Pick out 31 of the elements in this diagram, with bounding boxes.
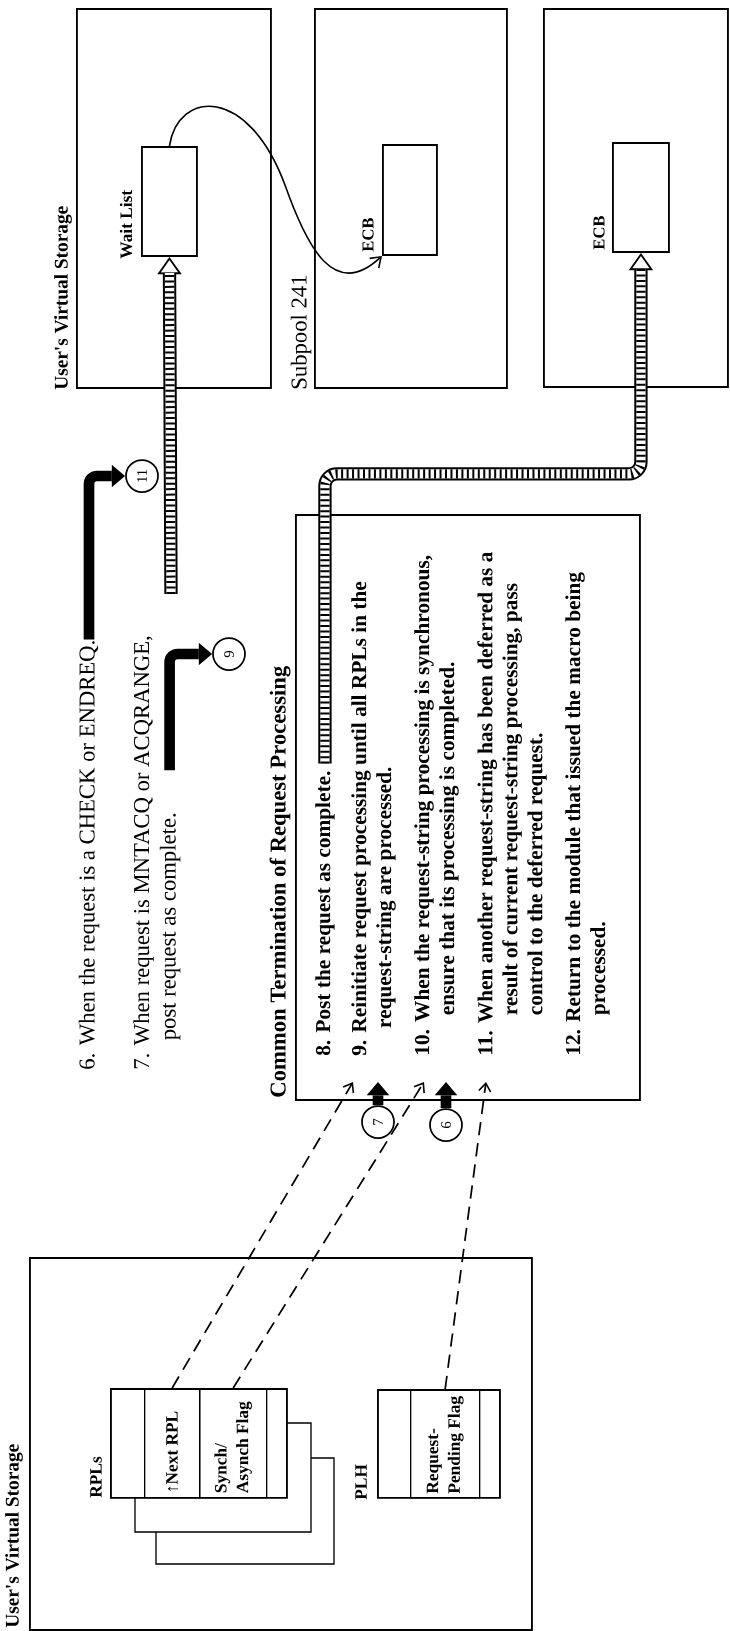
bold-arrow — [83, 464, 126, 640]
step-text: 6. When the request is a CHECK or ENDREQ. — [78, 641, 100, 1069]
node-label: Wait List — [119, 189, 133, 259]
bold-arrow — [434, 1082, 458, 1109]
step-text: 8. Post the request as complete. — [315, 771, 335, 1056]
node-label: Common Termination of Request Processing — [269, 666, 291, 1097]
list-box: Wait List — [119, 146, 198, 259]
step-text: 10. When the request-string processing is synchronous, ensure that its processing is completed. — [414, 555, 459, 1055]
node-label: User's Virtual Storage — [5, 1444, 23, 1628]
field-cell: ↑Next RPL — [144, 1388, 201, 1499]
step-text: 7. When request is MNTACQ or ACQRANGE, post request as complete. — [133, 636, 181, 1069]
block-box: ECB — [362, 144, 438, 256]
field-cell: Synch/ Asynch Flag — [199, 1388, 268, 1499]
node-label: User's Virtual Storage — [54, 206, 72, 390]
node-label: ECB — [362, 217, 374, 252]
node-label: Subpool 241 — [290, 275, 312, 389]
bold-arrow — [366, 1082, 390, 1106]
storage-box — [543, 8, 729, 388]
step-text: 11. When another request-string has been deferred as a result of current request-string processing, pass control to the deferred request. — [477, 552, 547, 1055]
field-cell: Request-Pending Flag — [410, 1389, 481, 1499]
dashed-arrow — [171, 1082, 355, 1389]
dashed-arrow — [444, 1082, 492, 1390]
curved-arrow — [168, 105, 382, 274]
node-label: ECB — [593, 215, 605, 250]
bold-arrow — [164, 642, 213, 771]
step-text: 9. Reinitiate request processing until all RPLs in the request-string are processed. — [351, 581, 396, 1056]
node-label: RPLs — [90, 1456, 102, 1498]
node-label: PLH — [355, 1464, 367, 1500]
block-box: ECB — [593, 142, 670, 253]
step-text: 12. Return to the module that issued the macro being processed. — [565, 572, 610, 1055]
dashed-arrow — [232, 1082, 425, 1389]
